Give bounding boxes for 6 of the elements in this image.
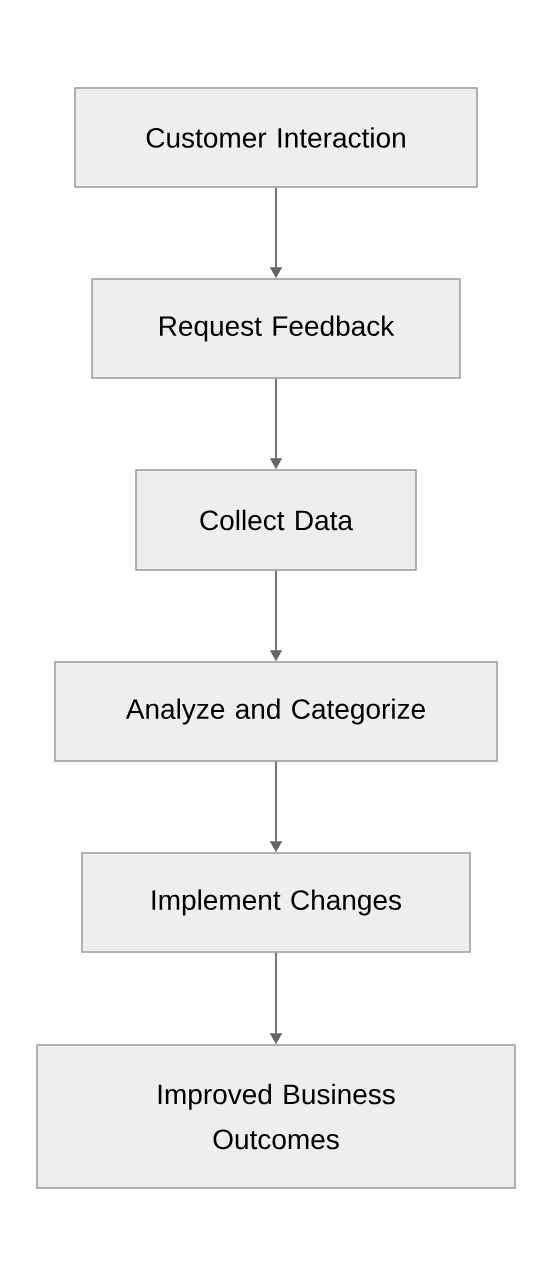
- process-box: Request Feedback: [91, 278, 461, 379]
- process-box: Collect Data: [135, 469, 417, 571]
- process-box: Implement Changes: [81, 852, 471, 953]
- process-box: Analyze and Categorize: [54, 661, 498, 762]
- process-box: Improved Business Outcomes: [36, 1044, 516, 1189]
- process-box: Customer Interaction: [74, 87, 478, 188]
